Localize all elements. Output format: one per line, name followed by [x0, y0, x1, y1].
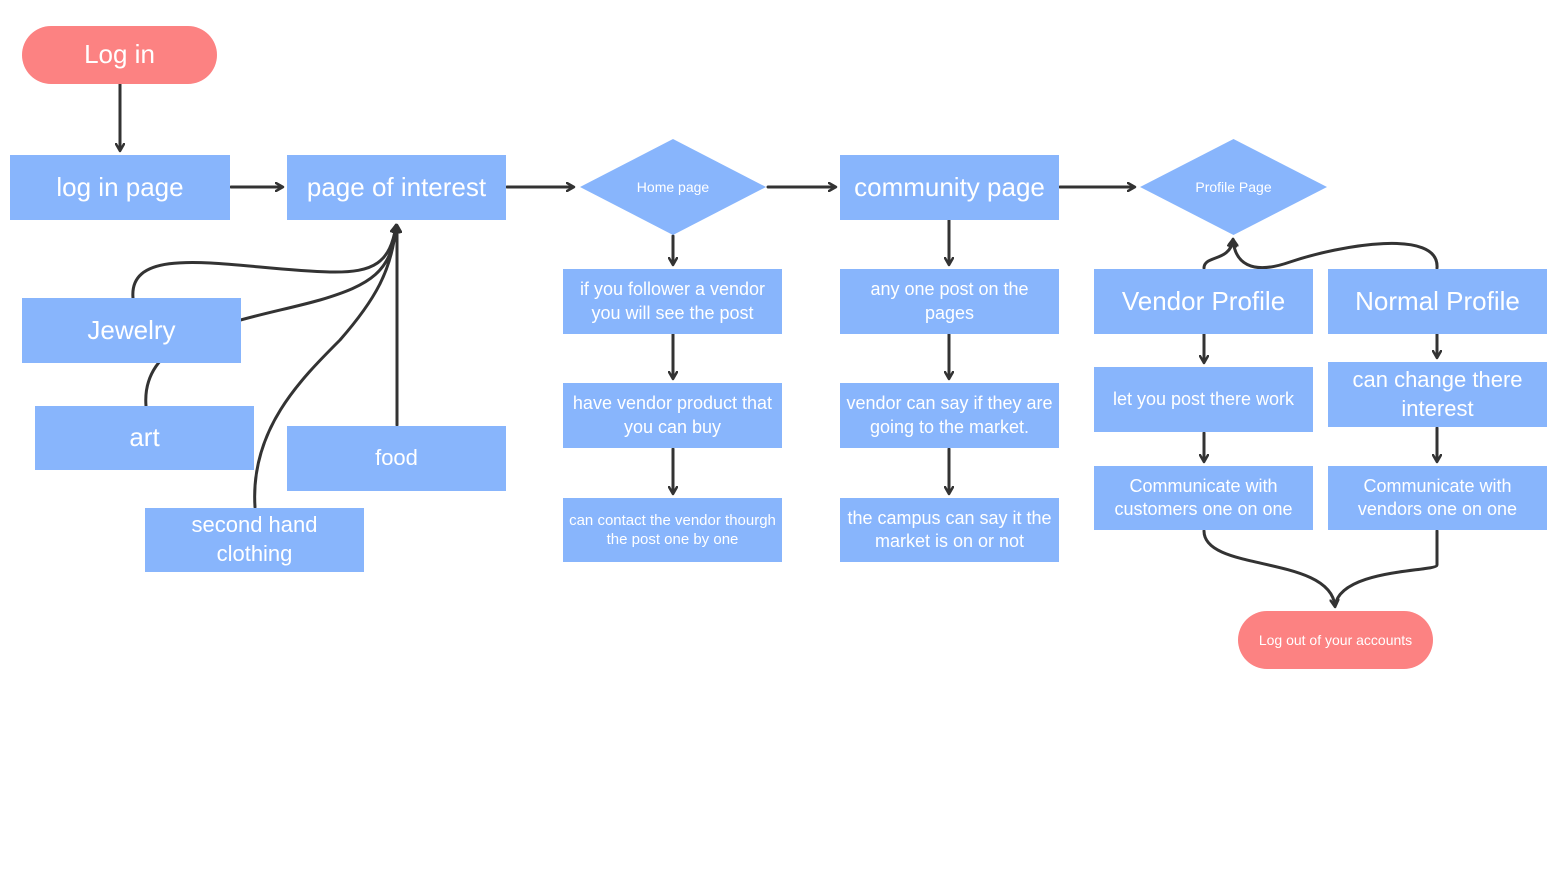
home-page-node: Home page — [580, 139, 766, 235]
home-step-2-label: have vendor product that you can buy — [572, 393, 773, 437]
profile-page-node: Profile Page — [1140, 139, 1327, 235]
curve-secondhand-to-interest — [253, 226, 396, 509]
community-step-1-label: any one post on the pages — [870, 279, 1029, 323]
vendor-profile-node: Vendor Profile — [1094, 269, 1313, 334]
jewelry-label: Jewelry — [87, 314, 176, 345]
home-step-2: have vendor product that you can buy — [563, 383, 782, 448]
home-step-3: can contact the vendor thourgh the post … — [563, 498, 782, 562]
second-hand-node: second hand clothing — [145, 508, 364, 572]
community-step-3-label: the campus can say it the market is on o… — [847, 507, 1052, 551]
normal-step-2-label: Communicate with vendors one on one — [1357, 475, 1518, 519]
community-page-node: community page — [840, 155, 1059, 220]
curve-vendor-to-profile — [1202, 240, 1233, 270]
curve-normal-to-profile — [1233, 240, 1439, 270]
jewelry-node: Jewelry — [22, 298, 241, 363]
page-of-interest-label: page of interest — [306, 171, 487, 202]
login-page-node: log in page — [10, 155, 230, 220]
curve-vendor-to-logout — [1202, 529, 1335, 606]
vendor-step-2: Communicate with customers one on one — [1094, 466, 1313, 530]
home-step-1: if you follower a vendor you will see th… — [563, 269, 782, 334]
art-node: art — [35, 406, 254, 470]
logout-node: Log out of your accounts — [1238, 611, 1433, 669]
login-node: Log in — [22, 26, 217, 84]
vendor-step-1-label: let you post there work — [1112, 388, 1295, 409]
food-node: food — [287, 426, 506, 491]
vendor-step-2-label: Communicate with customers one on one — [1114, 475, 1293, 519]
curve-jewelry-to-interest — [131, 226, 396, 300]
home-page-label: Home page — [636, 178, 710, 195]
normal-step-1: can change there interest — [1328, 362, 1547, 427]
home-step-1-label: if you follower a vendor you will see th… — [579, 279, 766, 323]
page-of-interest-node: page of interest — [287, 155, 506, 220]
community-step-1: any one post on the pages — [840, 269, 1059, 334]
profile-page-diamond — [1140, 139, 1327, 235]
home-step-3-label: can contact the vendor thourgh the post … — [569, 511, 776, 549]
vendor-profile-label: Vendor Profile — [1121, 285, 1286, 316]
normal-profile-node: Normal Profile — [1328, 269, 1547, 334]
login-page-label: log in page — [56, 171, 184, 202]
community-step-3: the campus can say it the market is on o… — [840, 498, 1059, 562]
logout-label: Log out of your accounts — [1258, 631, 1413, 648]
login-label: Log in — [84, 39, 155, 70]
art-label: art — [129, 422, 160, 453]
community-step-2-label: vendor can say if they are going to the … — [846, 393, 1053, 437]
curve-normal-to-logout — [1333, 529, 1439, 608]
vendor-step-1: let you post there work — [1094, 367, 1313, 432]
food-label: food — [375, 445, 418, 471]
normal-step-2: Communicate with vendors one on one — [1328, 466, 1547, 530]
home-page-diamond — [580, 139, 766, 235]
community-page-label: community page — [854, 171, 1045, 202]
second-hand-label: second hand clothing — [191, 512, 318, 566]
normal-step-1-label: can change there interest — [1352, 366, 1523, 421]
profile-page-label: Profile Page — [1195, 178, 1272, 195]
community-step-2: vendor can say if they are going to the … — [840, 383, 1059, 448]
normal-profile-label: Normal Profile — [1355, 285, 1520, 316]
